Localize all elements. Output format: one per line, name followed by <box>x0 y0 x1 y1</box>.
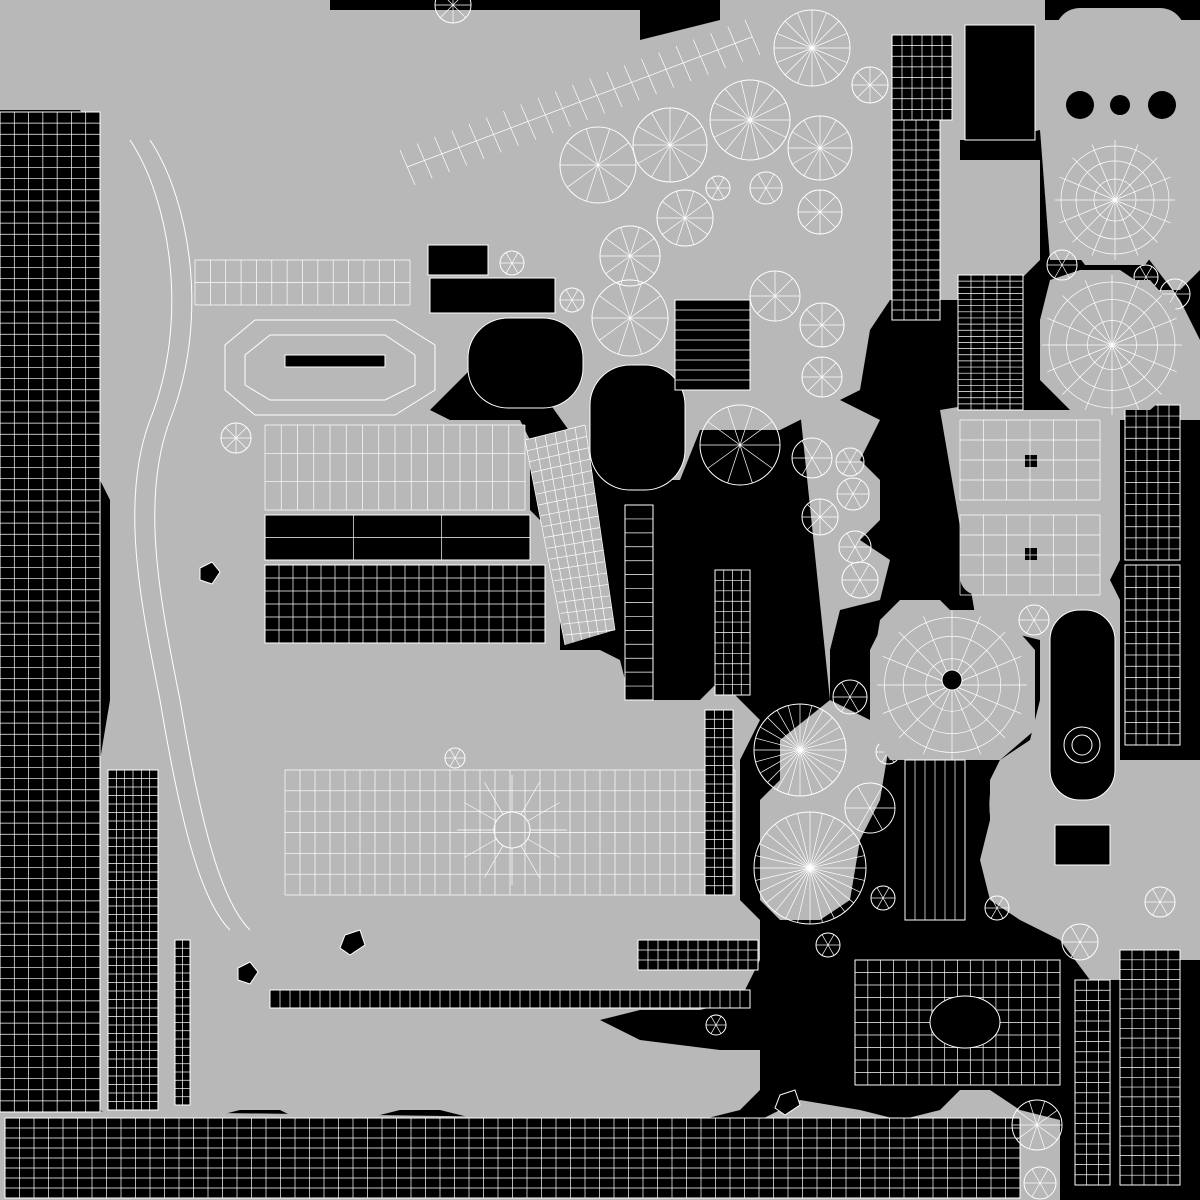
uv-ring-arc <box>989 760 1180 906</box>
uv-grid-left-column <box>0 111 101 1113</box>
uv-grid-bottom-strip <box>4 1117 1021 1199</box>
uv-sun-pattern <box>457 775 567 885</box>
uv-capsule <box>1049 609 1116 801</box>
uv-island-middle-right <box>760 400 890 920</box>
uv-center-blocks <box>264 514 546 644</box>
uv-bottom-right-grid <box>854 959 1061 1086</box>
uv-dark-panels-center <box>107 244 966 1111</box>
uv-radial-octagons <box>870 135 1185 760</box>
uv-island-right-column <box>870 400 1200 980</box>
uv-spoke-circles <box>220 0 1191 1200</box>
uv-rounded-slabs <box>959 419 1101 596</box>
uv-tilted-grid <box>524 424 616 646</box>
uv-top-right-shapes <box>1050 8 1185 130</box>
uv-octagon-ring <box>224 319 436 416</box>
uv-small-hexes <box>199 561 801 1116</box>
uv-right-dark-blocks <box>891 24 1181 1186</box>
uv-diagonal-strip <box>399 19 761 186</box>
uv-flat-panels <box>194 259 736 896</box>
uv-curved-arm <box>129 139 251 931</box>
